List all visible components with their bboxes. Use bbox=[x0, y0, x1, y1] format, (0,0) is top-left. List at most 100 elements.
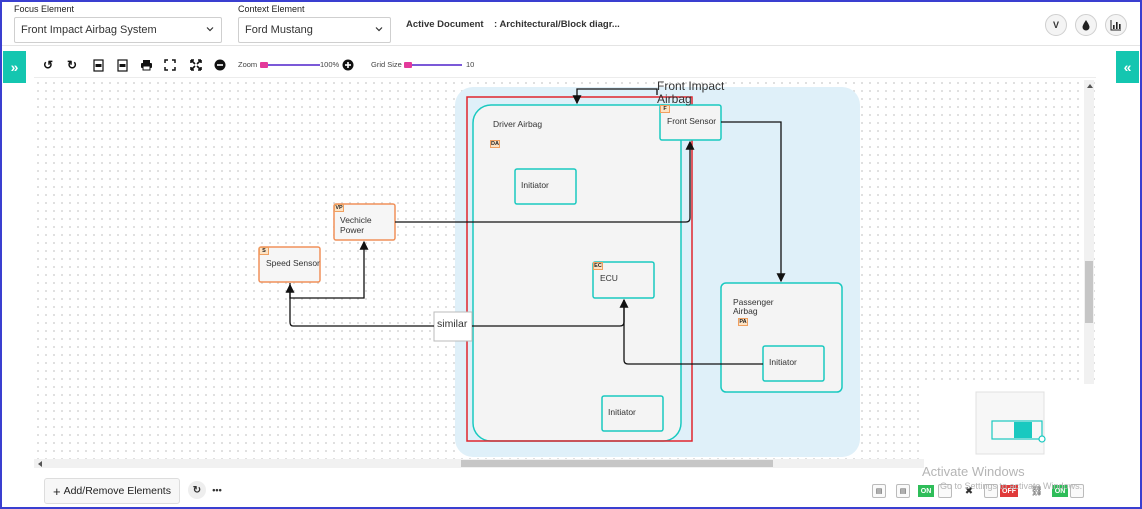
activate-windows-title: Activate Windows bbox=[922, 464, 1025, 479]
print-icon bbox=[140, 60, 152, 71]
bar-chart-icon bbox=[1110, 20, 1121, 31]
add-remove-elements-label: Add/Remove Elements bbox=[63, 485, 171, 497]
grid-size-slider[interactable] bbox=[404, 64, 462, 66]
export-png-button[interactable] bbox=[114, 57, 130, 73]
similar-relation-label: similar bbox=[437, 318, 468, 330]
refresh-icon: ↻ bbox=[192, 484, 202, 496]
diagram-toolbar: ↺ ↻ Zoom 100% Grid Size 10 bbox=[34, 52, 1096, 78]
more-options-button[interactable]: ••• bbox=[208, 481, 226, 499]
similar-relation-label-box[interactable] bbox=[433, 311, 473, 342]
fit-screen-icon bbox=[164, 59, 176, 71]
vertical-scrollbar-thumb[interactable] bbox=[1085, 261, 1093, 323]
double-chevron-right-icon: » bbox=[10, 59, 19, 75]
active-document-label: Active Document bbox=[406, 19, 484, 30]
ecu-block[interactable] bbox=[592, 261, 655, 299]
doc-icon-button-1[interactable]: ▤ bbox=[872, 484, 886, 498]
front-sensor-tag: F bbox=[660, 105, 670, 113]
svg-file-icon bbox=[92, 58, 104, 72]
vehicle-power-label-line2: Power bbox=[340, 225, 365, 235]
bottom-bar: + Add/Remove Elements ↻ ••• ▤ ▤ ON ✖ OFF… bbox=[34, 471, 1096, 507]
zoom-out-button[interactable] bbox=[212, 57, 228, 73]
initiator-label-3: Initiator bbox=[769, 357, 797, 367]
ecu-label: ECU bbox=[600, 273, 618, 283]
initiator-label-1: Initiator bbox=[521, 180, 549, 190]
grid-size-value: 10 bbox=[466, 60, 475, 69]
ecu-tag: EC bbox=[593, 262, 603, 270]
toggle-on-1[interactable]: ON bbox=[918, 485, 934, 497]
zoom-slider-handle[interactable] bbox=[260, 62, 268, 68]
toggle-box-3[interactable] bbox=[1070, 484, 1084, 498]
redo-button[interactable]: ↻ bbox=[64, 57, 80, 73]
v-logo-button[interactable]: V bbox=[1045, 14, 1067, 36]
group-title: Front Impact Airbag bbox=[657, 79, 725, 106]
speed-sensor-tag: S bbox=[259, 247, 269, 255]
plus-icon: + bbox=[53, 483, 61, 499]
scroll-left-icon[interactable] bbox=[37, 460, 43, 468]
v-logo-icon: V bbox=[1052, 20, 1059, 30]
zoom-slider[interactable] bbox=[260, 64, 320, 66]
vehicle-power-label-line1: Vechicle bbox=[340, 215, 372, 225]
fullscreen-button[interactable] bbox=[188, 57, 204, 73]
plus-circle-icon bbox=[342, 59, 354, 71]
driver-airbag-tag: DA bbox=[490, 140, 500, 148]
context-element-value: Ford Mustang bbox=[245, 24, 313, 36]
diagram-overview-panel[interactable] bbox=[924, 384, 1095, 472]
add-remove-elements-button[interactable]: + Add/Remove Elements bbox=[44, 478, 180, 504]
speed-sensor-block[interactable] bbox=[258, 246, 321, 283]
png-file-icon bbox=[116, 58, 128, 72]
connector-initiator-to-ecu[interactable] bbox=[623, 300, 763, 365]
expand-left-panel-button[interactable]: » bbox=[3, 51, 26, 83]
vehicle-power-tag: VP bbox=[334, 204, 344, 212]
link-off-icon: ⛓ bbox=[1030, 485, 1044, 497]
initiator-label-2: Initiator bbox=[608, 407, 636, 417]
drop-icon bbox=[1082, 20, 1090, 31]
active-document-value: : Architectural/Block diagr... bbox=[494, 19, 620, 30]
export-svg-button[interactable] bbox=[90, 57, 106, 73]
context-element-label: Context Element bbox=[238, 4, 305, 14]
chevron-down-icon bbox=[206, 27, 214, 32]
connector-vehicle-power-to-front-sensor[interactable] bbox=[395, 140, 695, 223]
toggle-on-2[interactable]: ON bbox=[1052, 485, 1068, 497]
speed-sensor-label: Speed Sensor bbox=[266, 258, 320, 268]
document-icon: ▤ bbox=[875, 488, 883, 495]
tools-icon: ✖ bbox=[964, 485, 974, 497]
passenger-airbag-tag: PA bbox=[738, 318, 748, 326]
passenger-airbag-label-line1: Passenger bbox=[733, 297, 774, 307]
tools-button[interactable]: ✖ bbox=[962, 484, 976, 498]
undo-icon: ↺ bbox=[42, 58, 54, 72]
connector-front-sensor-to-driver[interactable] bbox=[572, 88, 658, 105]
refresh-button[interactable]: ↻ bbox=[188, 481, 206, 499]
toggle-off[interactable]: OFF bbox=[1000, 485, 1018, 497]
connector-front-sensor-to-passenger[interactable] bbox=[721, 121, 786, 283]
scroll-up-icon[interactable] bbox=[1086, 83, 1094, 89]
activate-windows-subtitle: Go to Settings to activate Windows. bbox=[940, 481, 1083, 491]
initiator-block-1[interactable] bbox=[514, 168, 577, 205]
double-chevron-left-icon: « bbox=[1123, 59, 1132, 75]
minus-circle-icon bbox=[214, 59, 226, 71]
fit-screen-button[interactable] bbox=[162, 57, 178, 73]
driver-airbag-label: Driver Airbag bbox=[493, 119, 543, 129]
doc-icon-button-2[interactable]: ▤ bbox=[896, 484, 910, 498]
passenger-airbag-label-line2: Airbag bbox=[733, 306, 758, 316]
link-off-button[interactable]: ⛓ bbox=[1030, 484, 1044, 498]
horizontal-scrollbar-thumb[interactable] bbox=[461, 460, 773, 467]
focus-element-select[interactable]: Front Impact Airbag System bbox=[14, 17, 222, 43]
focus-element-value: Front Impact Airbag System bbox=[21, 24, 157, 36]
undo-button[interactable]: ↺ bbox=[40, 57, 56, 73]
drop-button[interactable] bbox=[1075, 14, 1097, 36]
focus-element-label: Focus Element bbox=[14, 4, 75, 14]
fullscreen-icon bbox=[190, 59, 202, 71]
front-sensor-label: Front Sensor bbox=[667, 116, 717, 126]
chart-button[interactable] bbox=[1105, 14, 1127, 36]
print-button[interactable] bbox=[138, 57, 154, 73]
zoom-in-button[interactable] bbox=[340, 57, 356, 73]
grid-size-slider-handle[interactable] bbox=[404, 62, 412, 68]
connector-similar-to-speed-sensor[interactable] bbox=[285, 283, 434, 327]
toggle-box-1[interactable] bbox=[938, 484, 952, 498]
expand-right-panel-button[interactable]: « bbox=[1116, 51, 1139, 83]
toggle-box-2[interactable] bbox=[984, 484, 998, 498]
initiator-block-2[interactable] bbox=[601, 395, 664, 432]
chevron-down-icon bbox=[375, 27, 383, 32]
context-element-select[interactable]: Ford Mustang bbox=[238, 17, 391, 43]
